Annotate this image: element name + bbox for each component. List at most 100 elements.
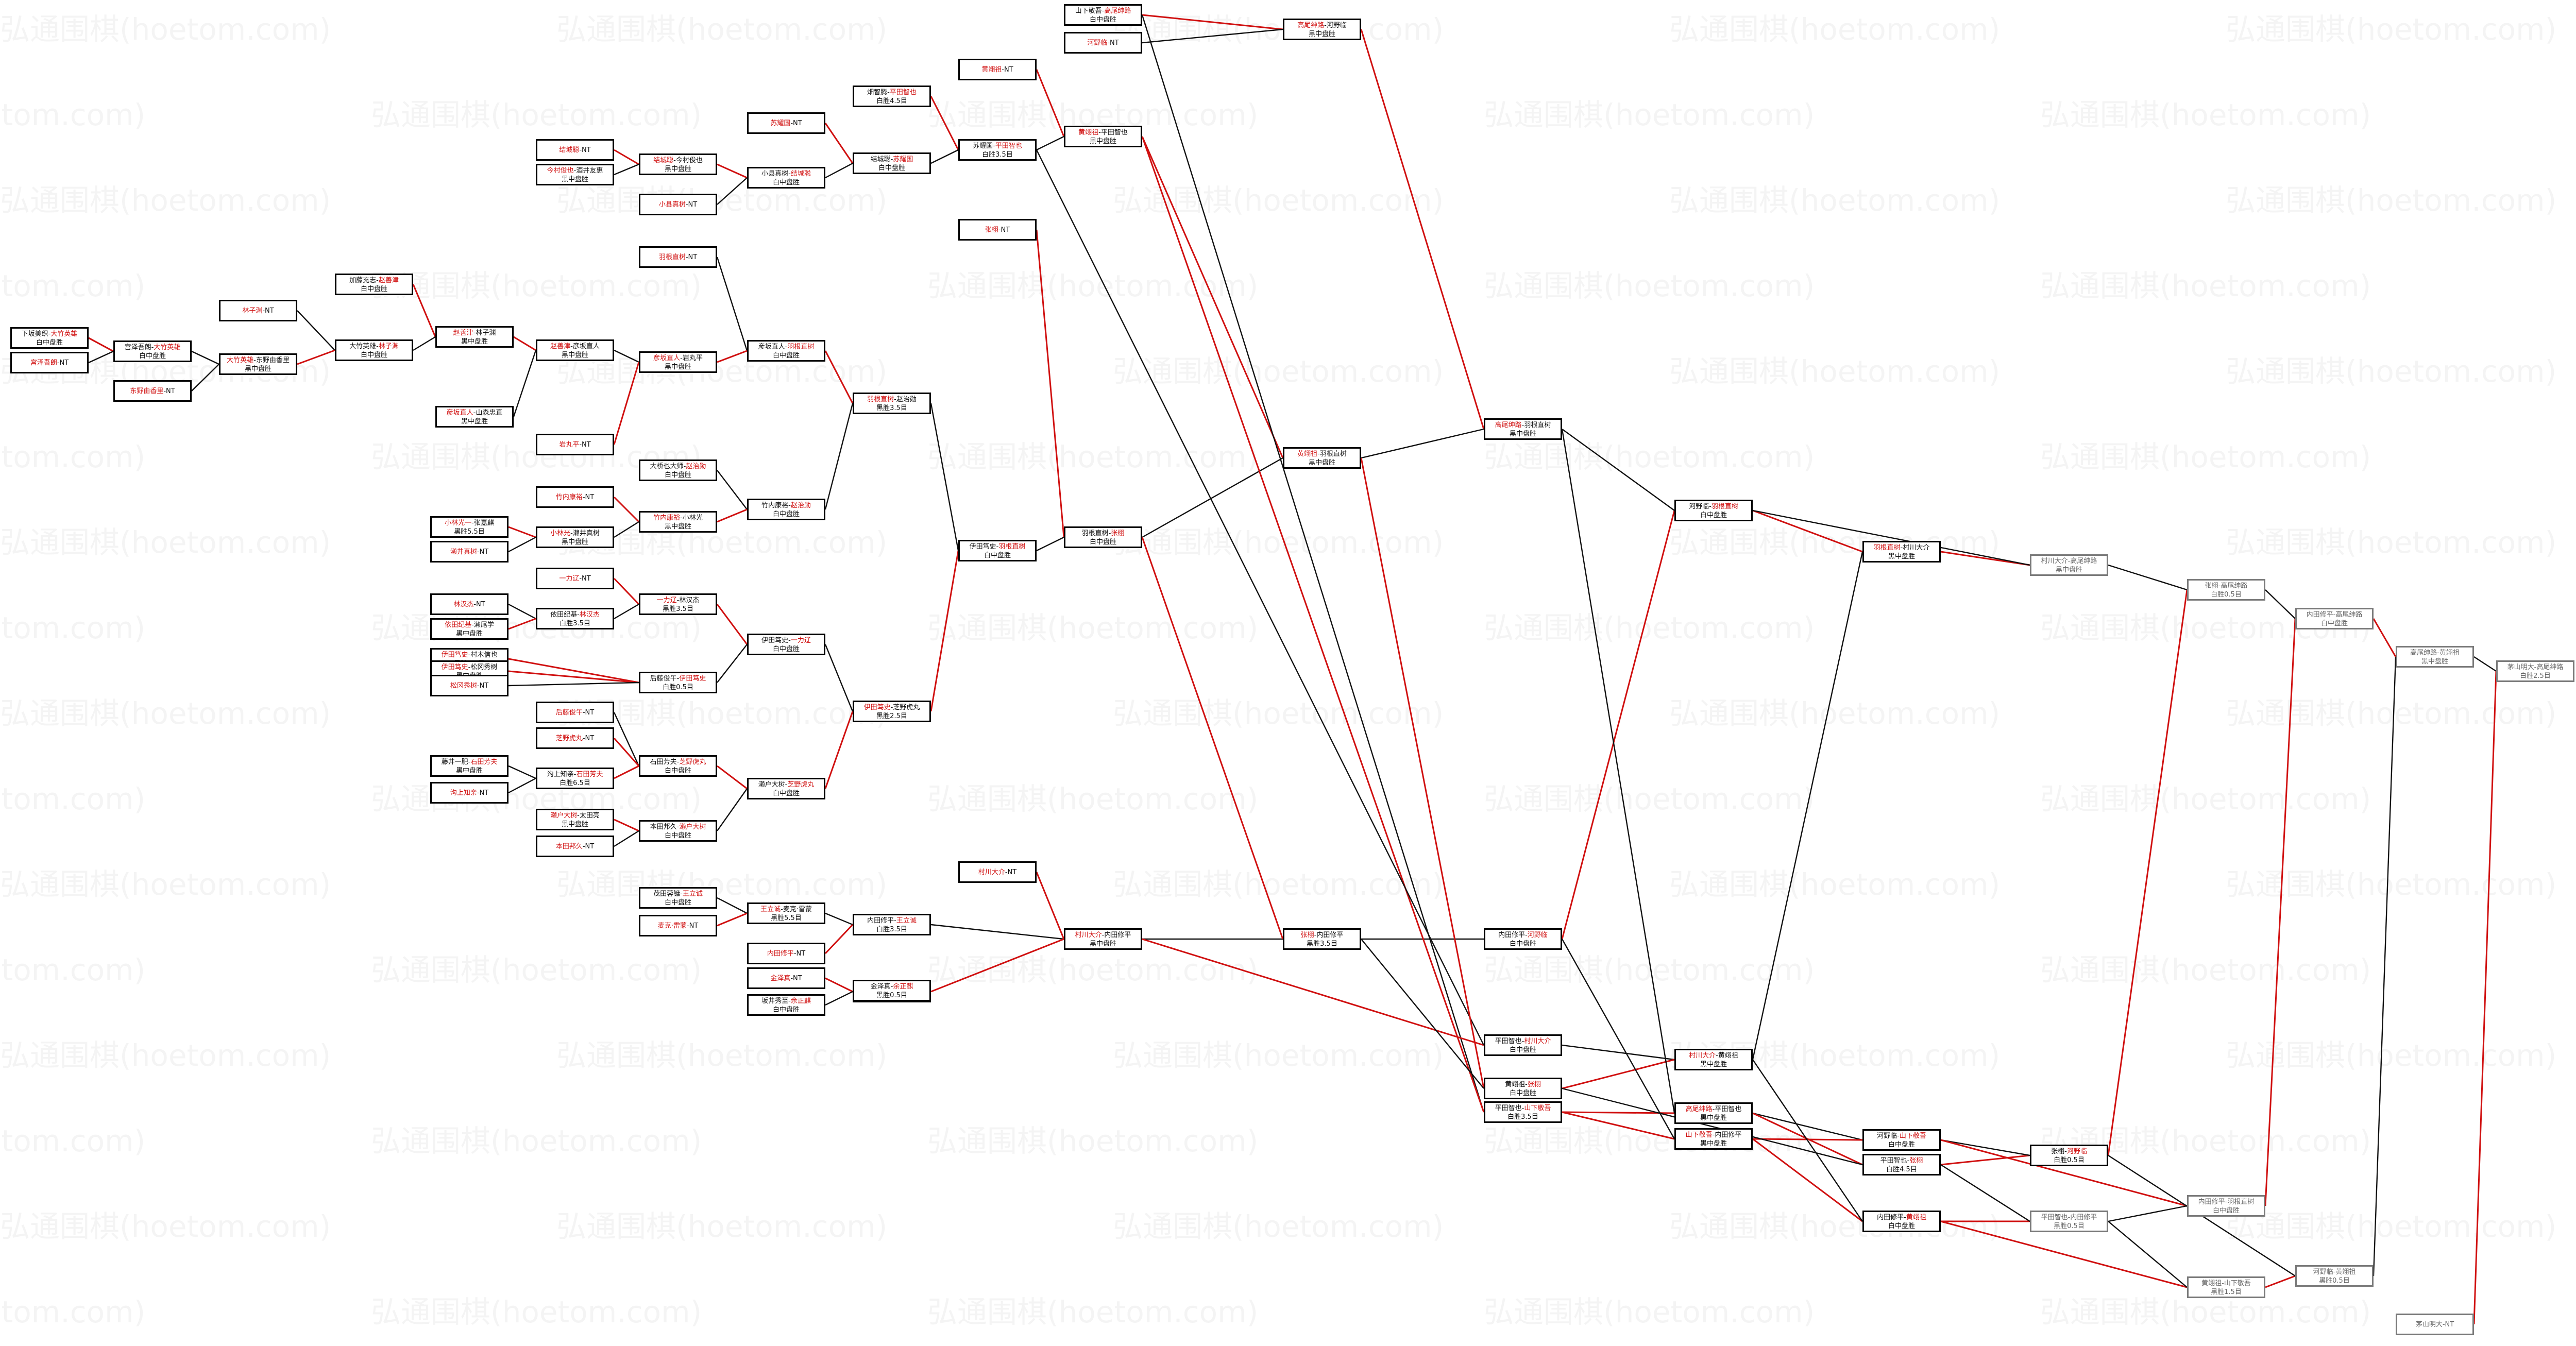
match-players: 黄翊祖-平田智也: [1065, 127, 1141, 137]
match-players: 内田修平-王立诚: [854, 915, 929, 925]
player-separator: -: [1521, 1037, 1524, 1045]
bracket-wire: [1562, 1044, 1675, 1061]
player-separator: -: [471, 621, 474, 629]
no-game-tag: -NT: [477, 682, 489, 690]
player-b: 羽根直树: [658, 253, 686, 261]
bracket-wire: [508, 526, 536, 538]
player-b: 内田修平: [1104, 931, 1131, 939]
player-b: 黄翊祖: [2439, 649, 2460, 657]
match-box: 大竹英雄-东野由香里黑中盘胜: [219, 353, 297, 375]
match-result: 黑中盘胜: [664, 165, 691, 173]
match-box: 河野临-黄翊祖黑胜0.5目: [2295, 1265, 2374, 1287]
match-box: 后藤俊午-伊田笃史白胜0.5目: [639, 672, 717, 693]
match-players: 彦坂直人-岩丸平: [640, 353, 716, 363]
match-box: 高尾绅路-平田智也黑中盘胜: [1674, 1102, 1753, 1124]
match-box: 山下敬吾-内田修平黑中盘胜: [1674, 1128, 1753, 1150]
player-b: 茅山明大: [2415, 1321, 2443, 1328]
player-b: 内田修平: [1316, 931, 1344, 939]
player-separator: -: [680, 514, 683, 522]
match-players: 茅山明大-NT: [2397, 1315, 2472, 1329]
player-b: 酒井友惠: [576, 167, 603, 175]
player-a: 内田修平: [767, 950, 794, 958]
player-b: 石田芳夫: [576, 771, 603, 778]
player-b: 黄翊祖: [1906, 1214, 1926, 1221]
match-result: 白中盘胜: [2320, 620, 2348, 627]
player-b: 大竹英雄: [50, 330, 78, 338]
player-b: 村川大介: [1903, 544, 1930, 552]
match-players: 平田智也-内田修平: [2031, 1212, 2107, 1222]
player-separator: -: [2333, 611, 2336, 619]
match-players: 宫泽吾朗-大竹英雄: [115, 342, 190, 352]
player-separator: -: [1907, 1157, 1910, 1165]
match-result: 黑胜0.5目: [876, 992, 907, 999]
match-box: 苏耀国-平田智也白胜3.5目: [958, 139, 1037, 161]
match-box: 濑户大树-太田亮黑中盘胜: [536, 809, 614, 830]
match-result: 白胜3.5目: [876, 926, 907, 933]
no-game-tag: -NT: [579, 441, 591, 449]
bracket-wire: [1036, 229, 1065, 538]
match-players: 苏耀国-NT: [749, 114, 824, 128]
player-b: 岩丸平: [559, 441, 580, 449]
match-players: 加藤充志-赵善津: [336, 275, 412, 285]
player-a: 下坂美织: [21, 330, 48, 338]
match-players: 河野临-羽根直树: [1676, 501, 1751, 511]
match-box: 羽根直树-赵治勋黑胜3.5目: [853, 393, 931, 414]
player-b: 张嘉麒: [473, 519, 494, 527]
player-separator: -: [1317, 450, 1320, 458]
match-players: 金泽真-NT: [749, 969, 824, 983]
bracket-wire: [1360, 457, 1485, 1089]
match-box: 平田智也-内田修平黑胜0.5目: [2030, 1211, 2108, 1232]
player-b: 麦克·雷蒙: [783, 906, 812, 913]
bracket-wire: [1562, 429, 1675, 511]
match-players: 结城聪-NT: [537, 141, 613, 155]
match-players: 竹内康裕-NT: [537, 488, 613, 502]
player-b: 濑井真树: [450, 548, 477, 556]
player-a: 大桥也大师: [650, 463, 684, 470]
no-game-tag: -NT: [1107, 39, 1119, 47]
match-box: 茂田蓉镛-王立诚白中盘胜: [639, 887, 717, 909]
match-box: 黄翊祖-张栩白中盘胜: [1484, 1078, 1562, 1099]
match-players: 王立诚-麦克·雷蒙: [749, 904, 824, 914]
player-a: 平田智也: [1495, 1037, 1522, 1045]
player-a: 赵善津: [453, 329, 473, 337]
player-a: 村川大介: [2041, 557, 2068, 565]
player-a: 伊田笃史: [441, 651, 468, 659]
match-result: 白胜0.5目: [2054, 1156, 2084, 1164]
player-a: 内田修平: [1498, 931, 1526, 939]
bracket-wire: [2108, 1221, 2188, 1288]
bracket-wire: [508, 681, 639, 687]
player-b: 彦坂直人: [572, 343, 600, 350]
player-a: 金泽真: [870, 983, 891, 991]
player-a: 竹内康裕: [761, 502, 789, 509]
match-result: 黑中盘胜: [455, 630, 483, 638]
bracket-wire: [825, 162, 853, 179]
no-game-tag: -NT: [793, 950, 806, 958]
player-b: 平田智也: [1100, 129, 1128, 137]
match-box: 张栩-河野临白胜0.5目: [2030, 1145, 2108, 1166]
player-a: 伊田笃史: [969, 543, 996, 551]
player-b: 林汉杰: [679, 597, 700, 604]
match-players: 后藤俊午-伊田笃史: [640, 673, 716, 683]
match-result: 白中盘胜: [772, 352, 800, 360]
player-b: 张栩: [985, 226, 998, 234]
player-b: 山森忠直: [476, 409, 503, 417]
match-players: 后藤俊午-NT: [537, 703, 613, 717]
match-box: 王立诚-麦克·雷蒙黑胜5.5目: [747, 902, 825, 924]
player-b: 一力辽: [790, 637, 811, 644]
match-result: 白中盘胜: [772, 790, 800, 797]
bracket-wire: [613, 738, 640, 766]
player-b: 平田智也: [1715, 1105, 1742, 1113]
match-box: 伊田笃史-羽根直树白中盘胜: [958, 540, 1037, 561]
bracket-wire: [1752, 1059, 1863, 1222]
player-b: 高尾绅路: [2070, 557, 2097, 565]
match-box: 坂井秀至-余正麒白中盘胜: [747, 994, 825, 1016]
player-b: 岩丸平: [682, 354, 703, 362]
match-result: 黑中盘胜: [244, 365, 272, 373]
match-result: 白中盘胜: [1089, 538, 1116, 546]
match-box: 黄翊祖-平田智也黑中盘胜: [1064, 126, 1142, 147]
player-b: 河野临: [2066, 1148, 2087, 1155]
player-separator: -: [1324, 22, 1327, 29]
match-box: 黄翊祖-羽根直树黑中盘胜: [1283, 447, 1361, 469]
match-result: 白中盘胜: [1509, 940, 1536, 948]
player-b: 羽根直树: [998, 543, 1026, 551]
